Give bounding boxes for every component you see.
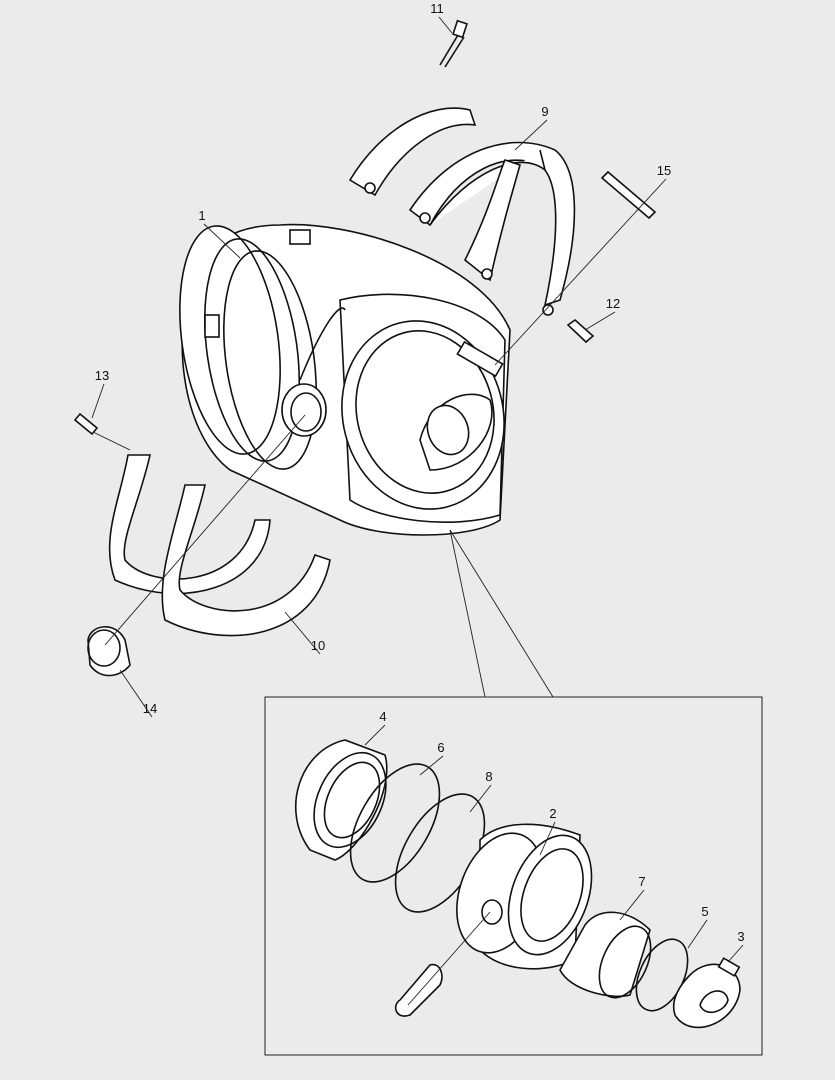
bolt-part-11: [439, 19, 468, 68]
callout-label-3: 3: [737, 929, 744, 944]
callout-label-10: 10: [311, 638, 325, 653]
callout-label-4: 4: [379, 709, 386, 724]
pin-part-12: [566, 318, 595, 344]
callout-label-5: 5: [701, 904, 708, 919]
callout-leader-11: [438, 16, 453, 34]
callout-leader-14: [119, 669, 153, 718]
end-cap-part-4: [294, 739, 388, 861]
callout-label-13: 13: [95, 368, 109, 383]
strap-part-10: [87, 454, 331, 677]
callout-leader-7: [619, 889, 645, 921]
callout-leader-5: [687, 919, 708, 949]
filter-element-part-2: [456, 823, 593, 970]
callout-label-9: 9: [541, 104, 548, 119]
strap-part-9: [348, 107, 576, 316]
callout-leader-9: [514, 119, 548, 151]
callout-leader-2: [539, 821, 556, 856]
callout-leader-10: [284, 611, 321, 655]
callout-label-6: 6: [437, 740, 444, 755]
pin-part-inset: [394, 963, 443, 1017]
callout-label-7: 7: [638, 874, 645, 889]
callout-leader-13: [91, 383, 105, 419]
callout-label-15: 15: [657, 163, 671, 178]
main-housing-part-1: [179, 223, 511, 536]
end-cover-part-3: [672, 957, 741, 1029]
callout-label-2: 2: [549, 806, 556, 821]
callout-leader-6: [419, 755, 444, 776]
ring-part-6: [349, 763, 441, 883]
callout-leader-1: [203, 223, 241, 259]
callout-label-11: 11: [430, 1, 444, 16]
callout-leader-3: [727, 944, 744, 963]
pin-part-15: [600, 170, 657, 220]
pin-part-13: [73, 412, 99, 436]
callout-leader-8: [469, 784, 492, 813]
callout-leader-4: [364, 724, 386, 746]
callout-leader-12: [584, 311, 616, 331]
callout-label-12: 12: [606, 296, 620, 311]
detail-inset-frame: [264, 696, 763, 1056]
callout-label-1: 1: [198, 208, 205, 223]
callout-leader-15: [494, 178, 667, 366]
callout-label-8: 8: [485, 769, 492, 784]
callout-label-14: 14: [143, 701, 157, 716]
